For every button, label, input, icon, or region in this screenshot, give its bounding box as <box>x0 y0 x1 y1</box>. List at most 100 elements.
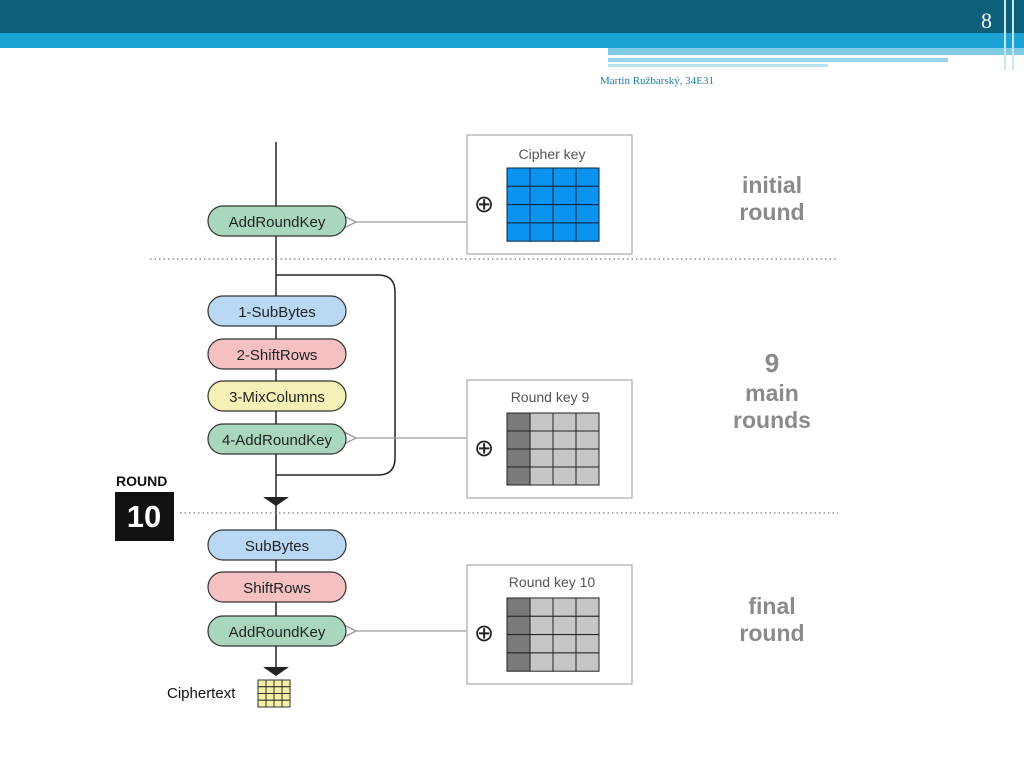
round-badge: ROUND 10 <box>115 473 174 541</box>
key-cell <box>506 634 531 654</box>
header-strip <box>608 48 1024 55</box>
xor-icon: ⊕ <box>474 190 494 218</box>
step-addroundkey-initial: AddRoundKey <box>207 205 347 237</box>
key-cell <box>529 597 554 617</box>
author-line: Martin Ružbarský, 34E31 <box>600 75 714 87</box>
key-cell <box>575 204 600 224</box>
step-addroundkey-final: AddRoundKey <box>207 615 347 647</box>
ciphertext-grid-icon <box>257 679 291 708</box>
key-cell <box>575 634 600 654</box>
key-cell <box>575 412 600 432</box>
key-cell <box>506 167 531 187</box>
key-cell <box>552 466 577 486</box>
arrow-down-icon <box>263 667 289 676</box>
header-divider <box>1004 0 1006 70</box>
svg-text:3-MixColumns: 3-MixColumns <box>229 389 325 406</box>
svg-text:main: main <box>745 380 799 406</box>
round-key-10-box: Round key 10 ⊕ <box>466 564 633 685</box>
key-cell <box>552 430 577 450</box>
key-cell <box>552 204 577 224</box>
ciphertext-cell <box>257 699 267 708</box>
cipher-key-box: Cipher key ⊕ <box>466 134 633 255</box>
step-mixcolumns: 3-MixColumns <box>207 380 347 412</box>
step-addroundkey-main: 4-AddRoundKey <box>207 423 347 455</box>
svg-text:1-SubBytes: 1-SubBytes <box>238 304 316 321</box>
svg-text:4-AddRoundKey: 4-AddRoundKey <box>222 432 333 449</box>
ciphertext-cell <box>257 679 267 688</box>
ciphertext-cell <box>281 699 291 708</box>
header-band <box>0 33 1024 48</box>
step-subbytes: 1-SubBytes <box>207 295 347 327</box>
key-cell <box>529 167 554 187</box>
svg-text:initial: initial <box>742 172 802 198</box>
ciphertext-cell <box>273 679 283 688</box>
page-number: 8 <box>981 8 992 33</box>
key-cell <box>575 430 600 450</box>
key-cell <box>506 430 531 450</box>
svg-text:Round key 9: Round key 9 <box>511 389 590 405</box>
key-cell <box>529 222 554 242</box>
ciphertext-cell <box>257 686 267 694</box>
key-cell <box>506 466 531 486</box>
key-cell <box>552 222 577 242</box>
ciphertext-cell <box>273 699 283 708</box>
ciphertext-cell <box>281 679 291 688</box>
key-cell <box>529 615 554 636</box>
key-cell <box>506 222 531 242</box>
key-cell <box>506 597 531 617</box>
svg-text:10: 10 <box>127 499 161 534</box>
header-strip <box>608 58 948 62</box>
key-cell <box>575 185 600 206</box>
key-cell <box>575 597 600 617</box>
key-cell <box>529 185 554 206</box>
section-main: 9 main rounds <box>733 348 811 433</box>
key-cell <box>552 167 577 187</box>
ciphertext-cell <box>265 686 275 694</box>
ciphertext-cell <box>273 693 283 701</box>
step-shiftrows: 2-ShiftRows <box>207 338 347 370</box>
ciphertext-label: Ciphertext <box>167 685 236 702</box>
key-cell <box>552 615 577 636</box>
ciphertext-cell <box>257 693 267 701</box>
svg-text:AddRoundKey: AddRoundKey <box>229 214 326 231</box>
svg-text:9: 9 <box>765 348 779 378</box>
key-cell <box>575 615 600 636</box>
key-cell <box>575 167 600 187</box>
key-cell <box>506 448 531 468</box>
svg-text:Cipher key: Cipher key <box>519 146 586 162</box>
ciphertext-cell <box>273 686 283 694</box>
key-cell <box>575 222 600 242</box>
key-cell <box>506 615 531 636</box>
svg-text:Round key 10: Round key 10 <box>509 574 596 590</box>
ciphertext-cell <box>281 693 291 701</box>
svg-text:AddRoundKey: AddRoundKey <box>229 624 326 641</box>
key-cell <box>575 652 600 672</box>
key-cell <box>529 634 554 654</box>
key-cell <box>529 652 554 672</box>
key-cell <box>552 185 577 206</box>
step-subbytes-final: SubBytes <box>207 529 347 561</box>
svg-text:SubBytes: SubBytes <box>245 538 309 555</box>
key-cell <box>529 448 554 468</box>
round-key-10-grid <box>506 597 600 672</box>
svg-text:round: round <box>739 199 804 225</box>
key-cell <box>506 412 531 432</box>
step-shiftrows-final: ShiftRows <box>207 571 347 603</box>
svg-text:round: round <box>739 620 804 646</box>
ciphertext-cell <box>265 699 275 708</box>
key-cell <box>529 430 554 450</box>
key-cell <box>506 204 531 224</box>
loop-line <box>276 274 396 476</box>
key-cell <box>552 652 577 672</box>
svg-text:final: final <box>748 593 795 619</box>
key-cell <box>506 185 531 206</box>
xor-icon: ⊕ <box>474 619 494 647</box>
key-cell <box>575 448 600 468</box>
round-key-9-box: Round key 9 ⊕ <box>466 379 633 499</box>
key-cell <box>529 412 554 432</box>
section-final: final round <box>739 593 804 646</box>
key-cell <box>575 466 600 486</box>
svg-text:ROUND: ROUND <box>116 473 167 489</box>
header-strip <box>608 64 828 67</box>
ciphertext-cell <box>281 686 291 694</box>
